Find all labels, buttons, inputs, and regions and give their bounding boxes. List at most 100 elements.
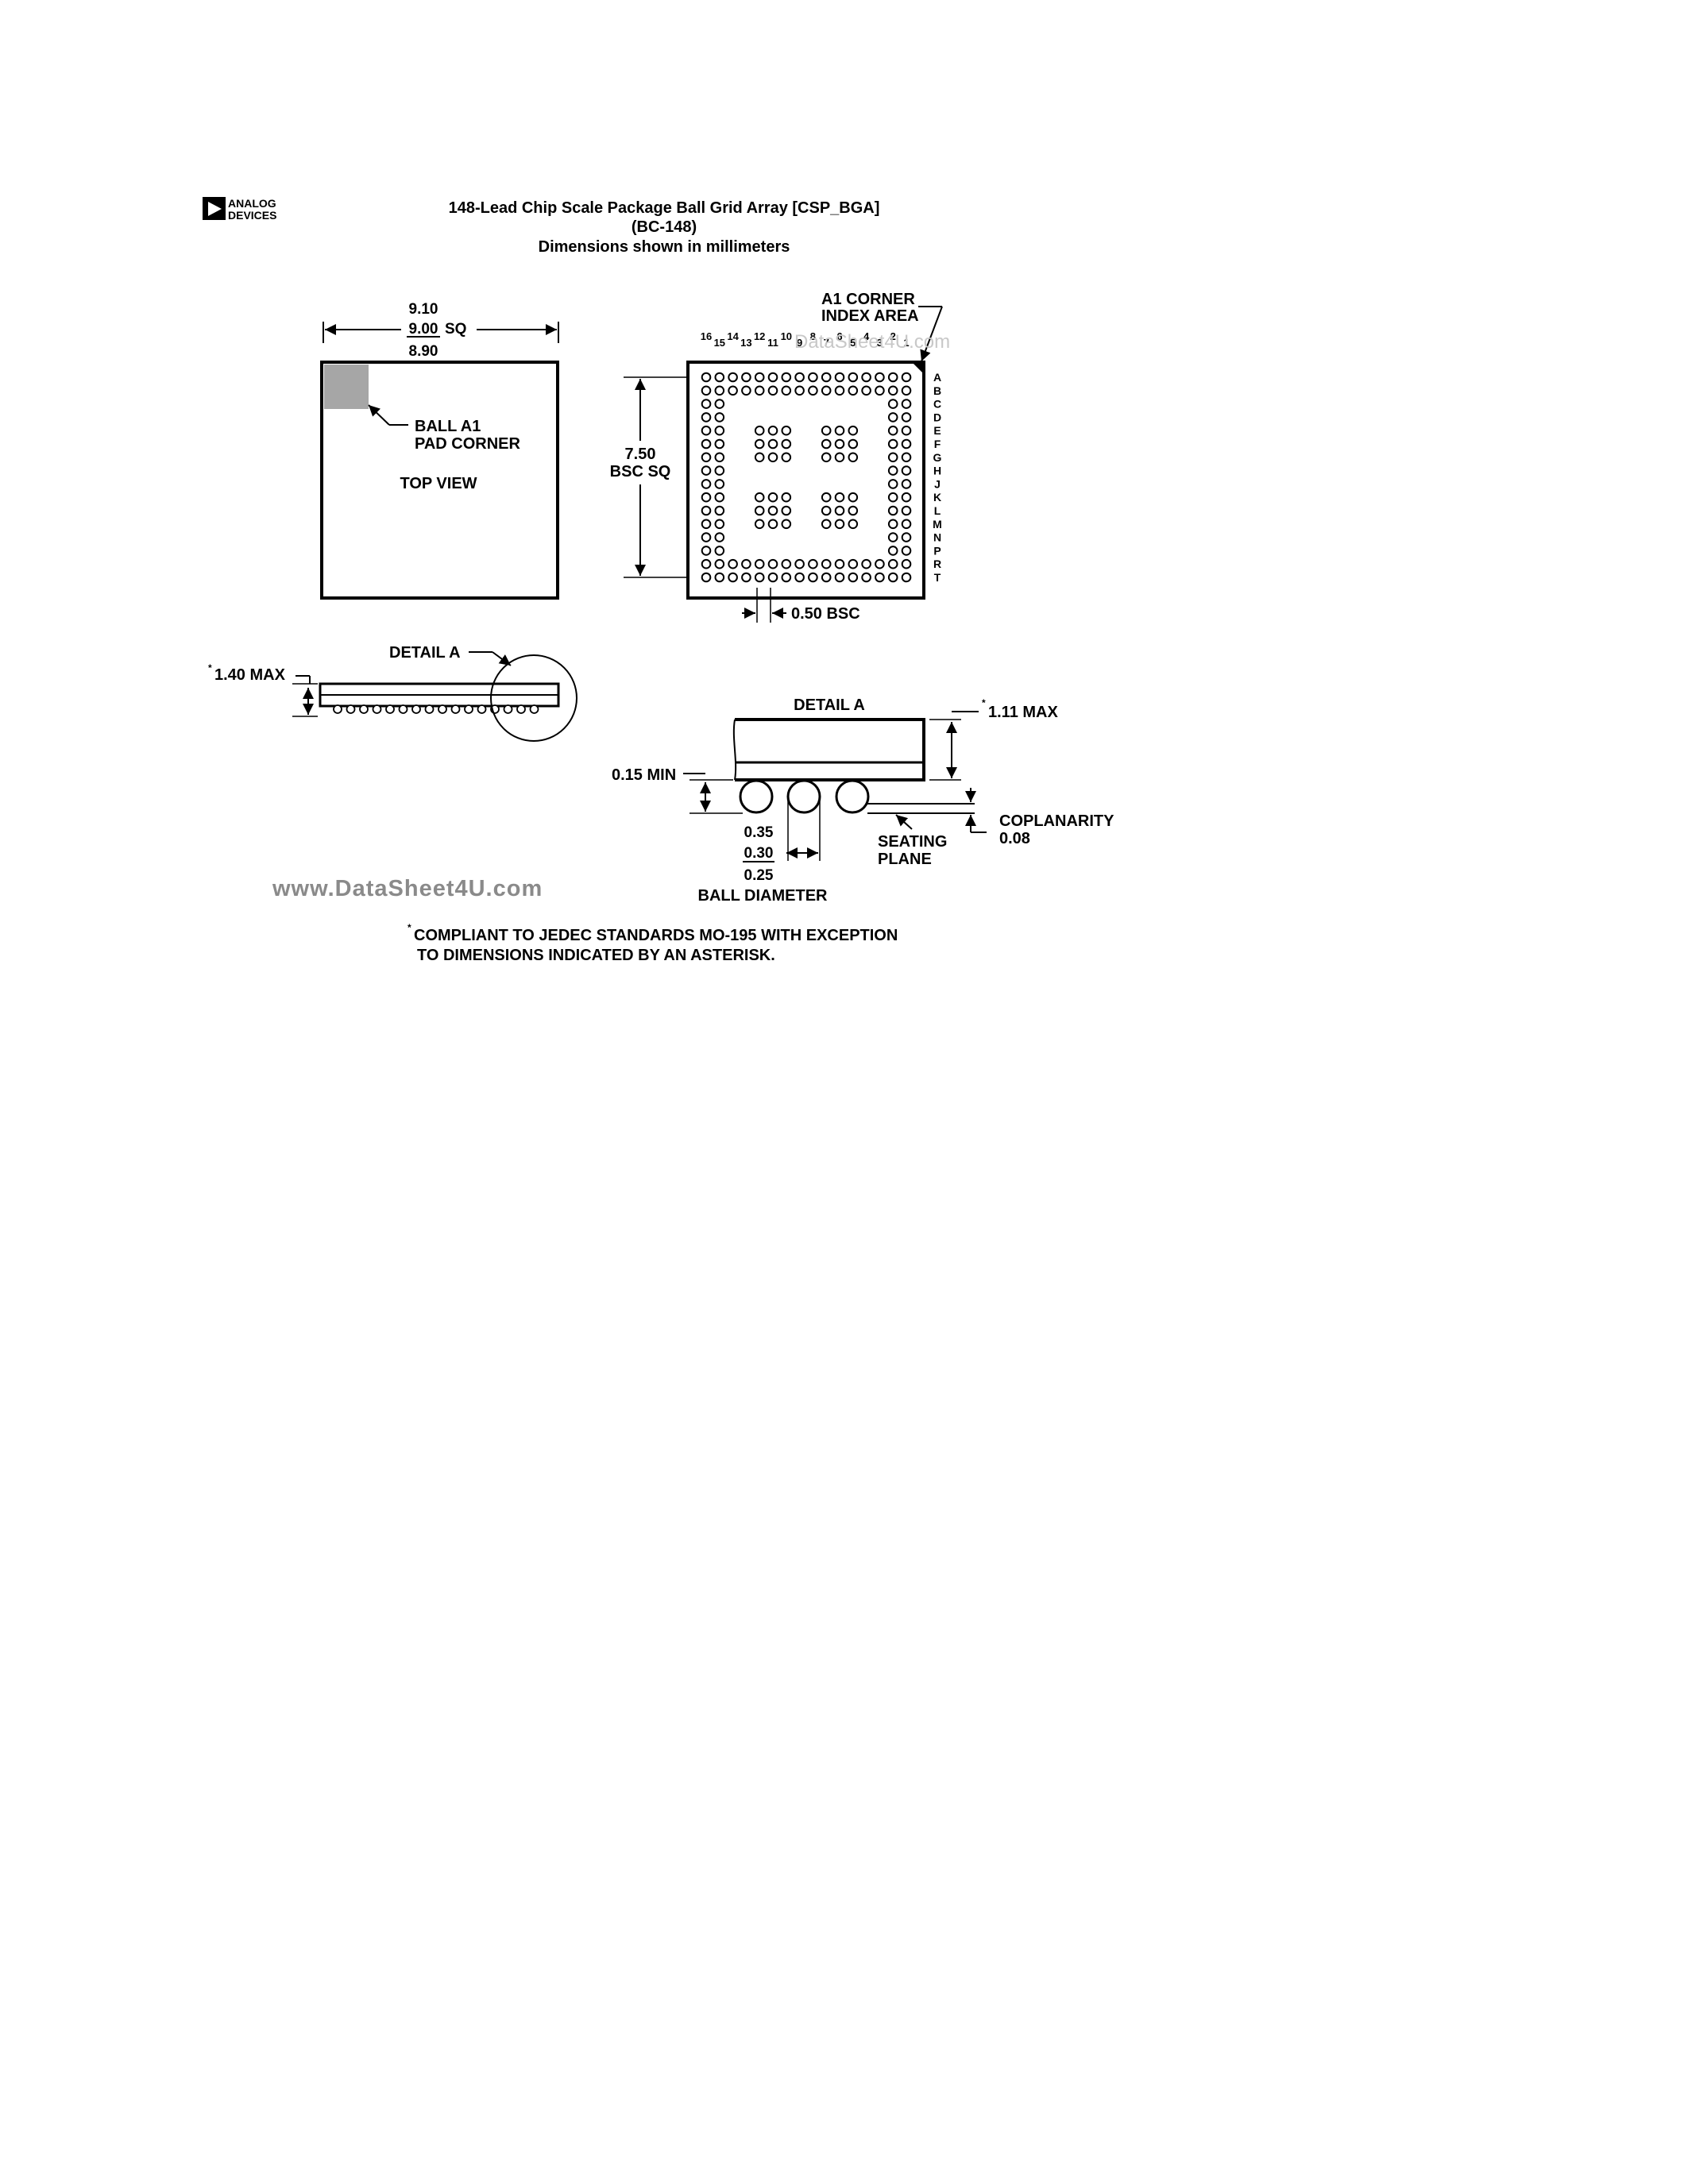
ball-F15: [714, 438, 725, 450]
ball-B10: [781, 385, 792, 396]
ball-T13: [741, 572, 751, 583]
ball-D1: [901, 412, 912, 423]
detail-ball-3: [835, 779, 870, 814]
ball-P16: [701, 546, 712, 556]
ball-M1: [901, 519, 912, 530]
ball-E10: [781, 425, 792, 436]
span-label: BSC SQ: [610, 463, 671, 480]
ball-A5: [848, 372, 859, 383]
ball-R1: [901, 558, 912, 569]
ball-R6: [834, 558, 845, 569]
top-dim-max: 9.10: [409, 301, 438, 318]
detail-ball-1: [739, 779, 774, 814]
ball-G12: [754, 452, 765, 463]
top-dim-min: 8.90: [409, 343, 438, 360]
detail-a-circle: [490, 654, 577, 742]
detail-ball-2: [786, 779, 821, 814]
ball-a1-label-line2: PAD CORNER: [415, 435, 521, 453]
ball-T14: [728, 572, 738, 583]
side-ball: [464, 704, 473, 714]
ball-M16: [701, 519, 712, 530]
ball-B7: [821, 385, 832, 396]
row-label-L: L: [934, 504, 941, 517]
ball-A1: [901, 372, 912, 383]
ball-dia-min: 0.25: [744, 867, 774, 884]
ball-J15: [714, 479, 725, 489]
ball-L7: [821, 505, 832, 516]
logo-line1: ANALOG: [228, 197, 276, 210]
top-view-label: TOP VIEW: [400, 475, 477, 492]
ball-L2: [887, 505, 898, 516]
detail-a-view: DETAIL A * 1.11 MAX 0.15 MIN 0.35 0.30 0…: [612, 696, 1114, 905]
ball-T7: [821, 572, 832, 583]
ball-P1: [901, 546, 912, 556]
ball-a1-label-line1: BALL A1: [415, 418, 481, 435]
ball-K16: [701, 492, 712, 503]
side-ball: [516, 704, 526, 714]
ball-R14: [728, 558, 738, 569]
ball-T4: [861, 572, 871, 583]
ball-K7: [821, 492, 832, 503]
ball-M11: [767, 519, 778, 530]
column-label-10: 10: [781, 330, 792, 342]
watermark-main: www.DataSheet4U.com: [272, 876, 543, 901]
ball-P2: [887, 546, 898, 556]
ball-K6: [834, 492, 845, 503]
ball-E12: [754, 425, 765, 436]
seating-plane-line2: PLANE: [878, 851, 932, 868]
top-view-package-body: [320, 361, 559, 600]
ball-E11: [767, 425, 778, 436]
ball-R16: [701, 558, 712, 569]
ball-E15: [714, 425, 725, 436]
footnote-star: *: [408, 922, 411, 933]
ball-dia-max: 0.35: [744, 824, 774, 841]
drawing-title: 148-Lead Chip Scale Package Ball Grid Ar…: [449, 199, 880, 256]
side-view-balls: [333, 704, 539, 714]
seating-plane-line1: SEATING: [878, 833, 947, 851]
span-value: 7.50: [625, 446, 656, 463]
a1-corner-line2: INDEX AREA: [821, 307, 919, 325]
ball-R10: [781, 558, 792, 569]
top-dim-nom: 9.00: [409, 321, 438, 338]
side-ball: [398, 704, 408, 714]
coplanarity-label: COPLANARITY: [999, 812, 1114, 830]
ball-K11: [767, 492, 778, 503]
column-label-1: 1: [903, 337, 909, 349]
column-label-8: 8: [810, 330, 816, 342]
ball-R12: [754, 558, 765, 569]
ball-a1-corner-marker: [324, 365, 369, 409]
ball-F10: [781, 438, 792, 450]
ball-F6: [834, 438, 845, 450]
ball-R2: [887, 558, 898, 569]
row-label-A: A: [933, 371, 941, 384]
top-dim-sq: SQ: [445, 321, 466, 338]
row-label-K: K: [933, 491, 941, 504]
ball-R8: [808, 558, 818, 569]
a1-corner-line1: A1 CORNER: [821, 291, 915, 308]
ball-B9: [794, 385, 805, 396]
row-label-G: G: [933, 451, 942, 464]
ball-C16: [701, 399, 712, 409]
side-ball: [346, 704, 356, 714]
ball-G11: [767, 452, 778, 463]
ball-K2: [887, 492, 898, 503]
column-label-7: 7: [824, 337, 829, 349]
side-height-label: 1.40 MAX: [214, 666, 286, 684]
ball-T10: [781, 572, 792, 583]
ball-A14: [728, 372, 738, 383]
ball-G10: [781, 452, 792, 463]
title-line3: Dimensions shown in millimeters: [539, 238, 790, 256]
row-label-M: M: [933, 518, 942, 531]
column-label-9: 9: [797, 337, 802, 349]
column-label-4: 4: [863, 330, 870, 342]
side-view: * 1.40 MAX DETAIL A: [208, 644, 577, 742]
side-height-star: *: [208, 662, 212, 673]
ball-M7: [821, 519, 832, 530]
ball-C1: [901, 399, 912, 409]
column-label-2: 2: [890, 330, 896, 342]
ball-E5: [848, 425, 859, 436]
ball-E7: [821, 425, 832, 436]
ball-J2: [887, 479, 898, 489]
row-label-F: F: [934, 438, 941, 450]
